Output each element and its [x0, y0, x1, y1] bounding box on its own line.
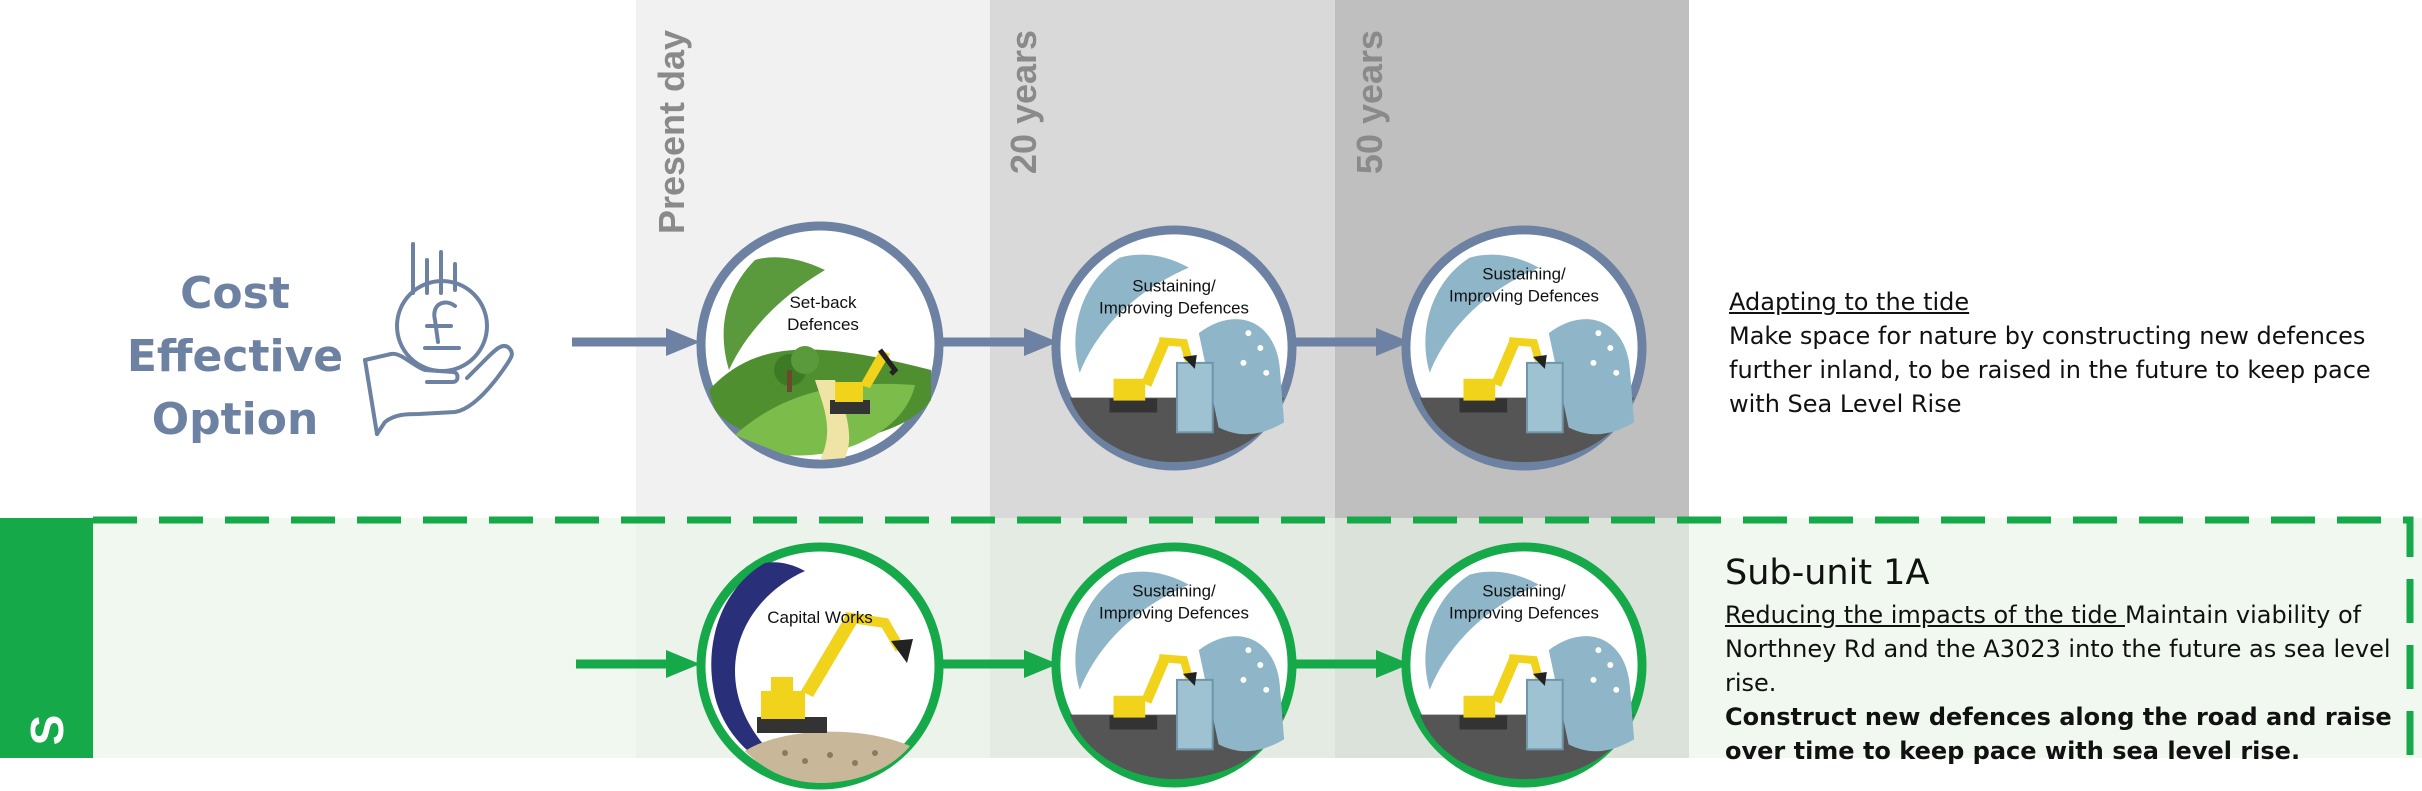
excavator-icon: [1109, 654, 1197, 730]
wave-swoosh: [1425, 571, 1539, 690]
svg-text:Sustaining/: Sustaining/: [1132, 276, 1216, 295]
top-row-arrows: [572, 328, 1410, 356]
svg-text:Sustaining/: Sustaining/: [1132, 582, 1216, 601]
excavator-icon: [757, 612, 913, 733]
excavator-icon: [1459, 654, 1547, 730]
description-text: Maintain viability of Northney Rd and th…: [1725, 601, 2391, 697]
wave-swoosh: [1425, 254, 1539, 373]
stage-sustaining-50-years-bottom: Sustaining/ Improving Defences: [1401, 542, 1647, 788]
stage-capital-works: Capital Works: [696, 542, 944, 790]
svg-text:Improving Defences: Improving Defences: [1099, 298, 1249, 317]
svg-text:Improving Defences: Improving Defences: [1449, 603, 1599, 622]
navy-swoosh: [711, 562, 805, 779]
seawall-icon: [1175, 678, 1214, 751]
stage-sustaining-20-years-bottom: Sustaining/ Improving Defences: [1051, 542, 1297, 788]
stage-sustaining-50-years-top: Sustaining/ Improving Defences: [1401, 225, 1647, 471]
side-label-bar: S: [0, 518, 93, 758]
flow-arrows: [572, 328, 1410, 678]
option-label: Cost Effective Option: [126, 268, 344, 445]
description-title: Adapting to the tide: [1729, 288, 1970, 316]
subunit-dashed-border: [93, 516, 2414, 758]
svg-text:Improving Defences: Improving Defences: [1099, 603, 1249, 622]
svg-text:Sustaining/: Sustaining/: [1482, 582, 1566, 601]
seawall-icon: [1525, 678, 1564, 751]
excavator-icon: [1109, 337, 1197, 413]
svg-text:Capital Works: Capital Works: [767, 608, 873, 627]
stage-setback-defences: Set-back Defences: [696, 221, 944, 469]
svg-text:Improving Defences: Improving Defences: [1449, 286, 1599, 305]
description-title: Reducing the impacts of the tide: [1725, 601, 2125, 629]
subunit-description: Sub-unit 1A Reducing the impacts of the …: [1725, 548, 2395, 768]
bottom-row-arrows: [576, 650, 1410, 678]
stage-sustaining-20-years-top: Sustaining/ Improving Defences: [1051, 225, 1297, 471]
leaf-swoosh: [723, 257, 825, 370]
wave-swoosh: [1075, 254, 1189, 373]
seawall-icon: [1525, 361, 1564, 434]
excavator-icon: [830, 348, 899, 414]
excavator-icon: [1459, 337, 1547, 413]
svg-text:Set-back: Set-back: [789, 293, 857, 312]
option-description: Adapting to the tide Make space for natu…: [1729, 285, 2389, 421]
subunit-title: Sub-unit 1A: [1725, 553, 1930, 593]
seawall-icon: [1175, 361, 1214, 434]
svg-text:Defences: Defences: [787, 315, 859, 334]
description-text: Make space for nature by constructing ne…: [1729, 322, 2371, 418]
wave-swoosh: [1075, 571, 1189, 690]
hand-holding-pound-coin-icon: [363, 242, 514, 436]
svg-text:Sustaining/: Sustaining/: [1482, 265, 1566, 284]
